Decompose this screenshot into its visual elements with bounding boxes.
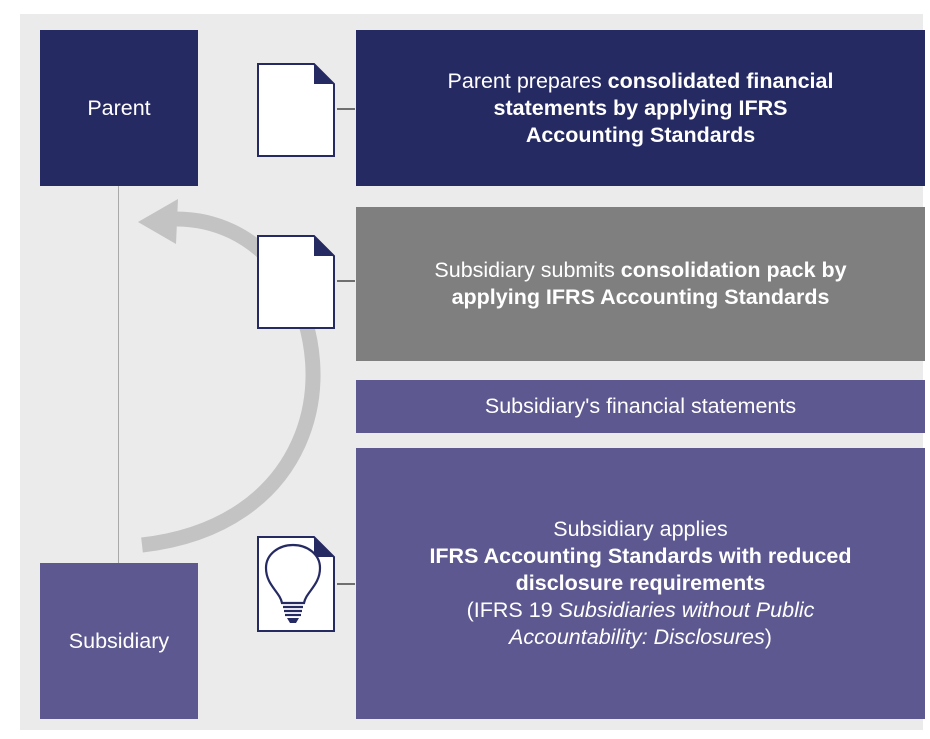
subsidiary-label: Subsidiary [68,628,170,653]
row3-text: Subsidiary's financial statements [484,394,797,418]
document-icon [257,63,335,157]
row2-text: Subsidiary submits [434,258,621,282]
consolidation-pack-box: Subsidiary submits consolidation pack by… [356,207,925,361]
row1-bold-text: consolidated financial statements by app… [493,68,834,147]
connector-line [337,108,355,110]
lightbulb-document-icon [257,536,335,632]
row4-line1: Subsidiary applies [553,517,728,541]
row4-bold-text: IFRS Accounting Standards with reduced d… [429,544,852,595]
row4-paren-close: ) [764,625,772,649]
parent-entity: Parent [40,30,198,186]
subsidiary-entity: Subsidiary [40,563,198,719]
row1-text: Parent prepares [447,68,608,93]
parent-label: Parent [87,95,151,120]
parent-consolidation-box: Parent prepares consolidated financial s… [356,30,925,186]
row4-paren-open: (IFRS 19 [466,598,559,622]
connector-line [337,583,355,585]
connector-line [337,280,355,282]
reduced-disclosure-box: Subsidiary applies IFRS Accounting Stand… [356,448,925,719]
subsidiary-fs-box: Subsidiary's financial statements [356,380,925,433]
hierarchy-line [118,186,119,563]
document-icon [257,235,335,329]
row2-bold-text: consolidation pack by applying IFRS Acco… [451,258,847,309]
row4-italic-text: Subsidiaries without Public Accountabili… [509,598,815,649]
